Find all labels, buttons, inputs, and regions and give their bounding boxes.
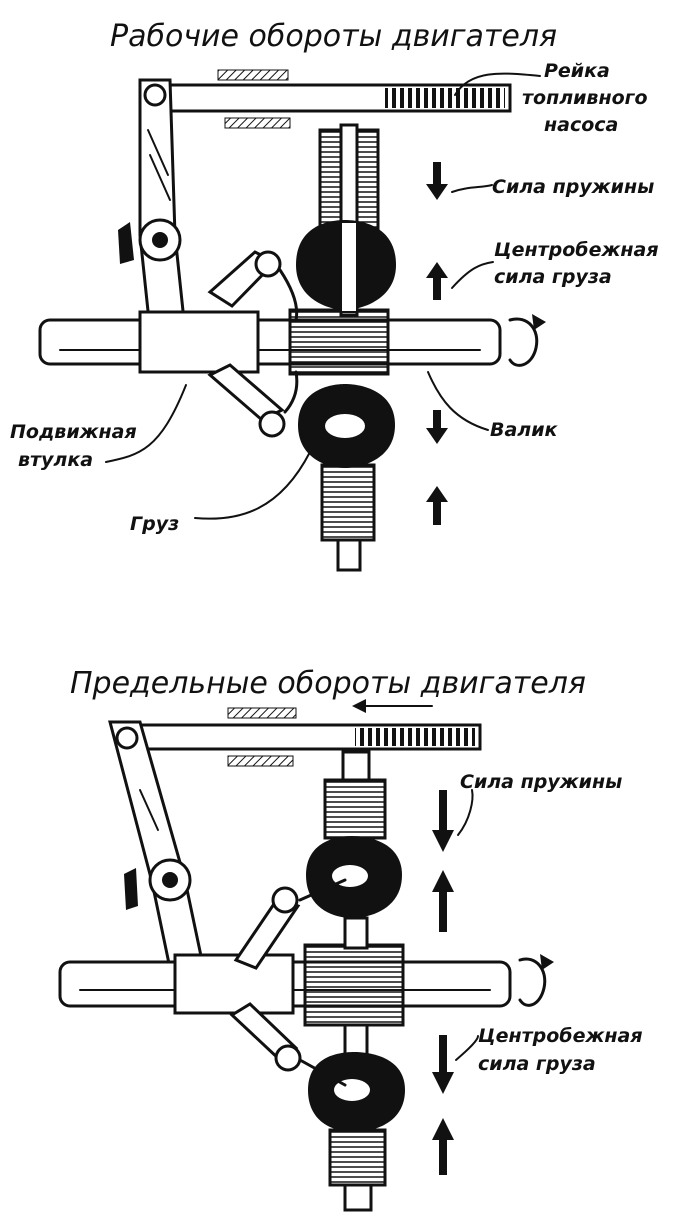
- rack-label-line1: Рейка: [544, 60, 610, 82]
- bottom-shaft: [58, 943, 554, 1027]
- bottom-bell-cranks: [229, 878, 347, 1087]
- rack-label-line3: насоса: [544, 114, 618, 136]
- weight-label: Груз: [130, 513, 179, 535]
- top-bell-cranks: [207, 250, 299, 438]
- bottom-centrifugal-label-line2: сила груза: [478, 1053, 596, 1075]
- arrow-down-icon: [426, 162, 448, 200]
- bottom-lower-weight-assembly: [308, 1023, 405, 1212]
- bottom-spring-force-label: Сила пружины: [460, 771, 622, 793]
- arrow-up-icon: [432, 870, 454, 932]
- bottom-lever: [108, 720, 207, 980]
- centrifugal-label-line1: Центробежная: [494, 239, 659, 261]
- arrow-up-icon: [426, 262, 448, 300]
- bottom-force-arrows: [432, 790, 454, 1175]
- top-title: Рабочие обороты двигателя: [110, 19, 557, 54]
- top-fuel-rack: [163, 69, 541, 129]
- arrow-down-icon: [432, 1035, 454, 1094]
- arrow-left-icon: [352, 699, 366, 713]
- bottom-title: Предельные обороты двигателя: [70, 666, 586, 701]
- arrow-up-icon: [432, 1118, 454, 1175]
- top-force-arrows: [426, 162, 448, 525]
- arrow-down-icon: [432, 790, 454, 852]
- bottom-leader-lines: [455, 789, 479, 1061]
- top-lower-weight-assembly: [298, 384, 395, 572]
- rack-label-line2: топливного: [522, 87, 648, 109]
- sleeve-label-line2: втулка: [18, 449, 93, 471]
- top-shaft: [38, 308, 546, 376]
- top-leader-lines: [105, 184, 494, 520]
- top-panel: Рабочие обороты двигателя: [10, 19, 659, 572]
- bottom-panel: Предельные обороты двигателя: [58, 666, 643, 1212]
- arrow-up-icon: [426, 486, 448, 525]
- shaft-label: Валик: [490, 419, 559, 441]
- spring-force-label: Сила пружины: [492, 176, 654, 198]
- sleeve-label-line1: Подвижная: [10, 421, 137, 443]
- arrow-down-icon: [426, 410, 448, 444]
- top-upper-weight-assembly: [296, 123, 396, 317]
- centrifugal-label-line2: сила груза: [494, 266, 612, 288]
- bottom-fuel-rack: [133, 699, 482, 767]
- top-lever: [118, 78, 187, 332]
- bottom-upper-weight-assembly: [306, 750, 402, 950]
- bottom-centrifugal-label-line1: Центробежная: [478, 1025, 643, 1047]
